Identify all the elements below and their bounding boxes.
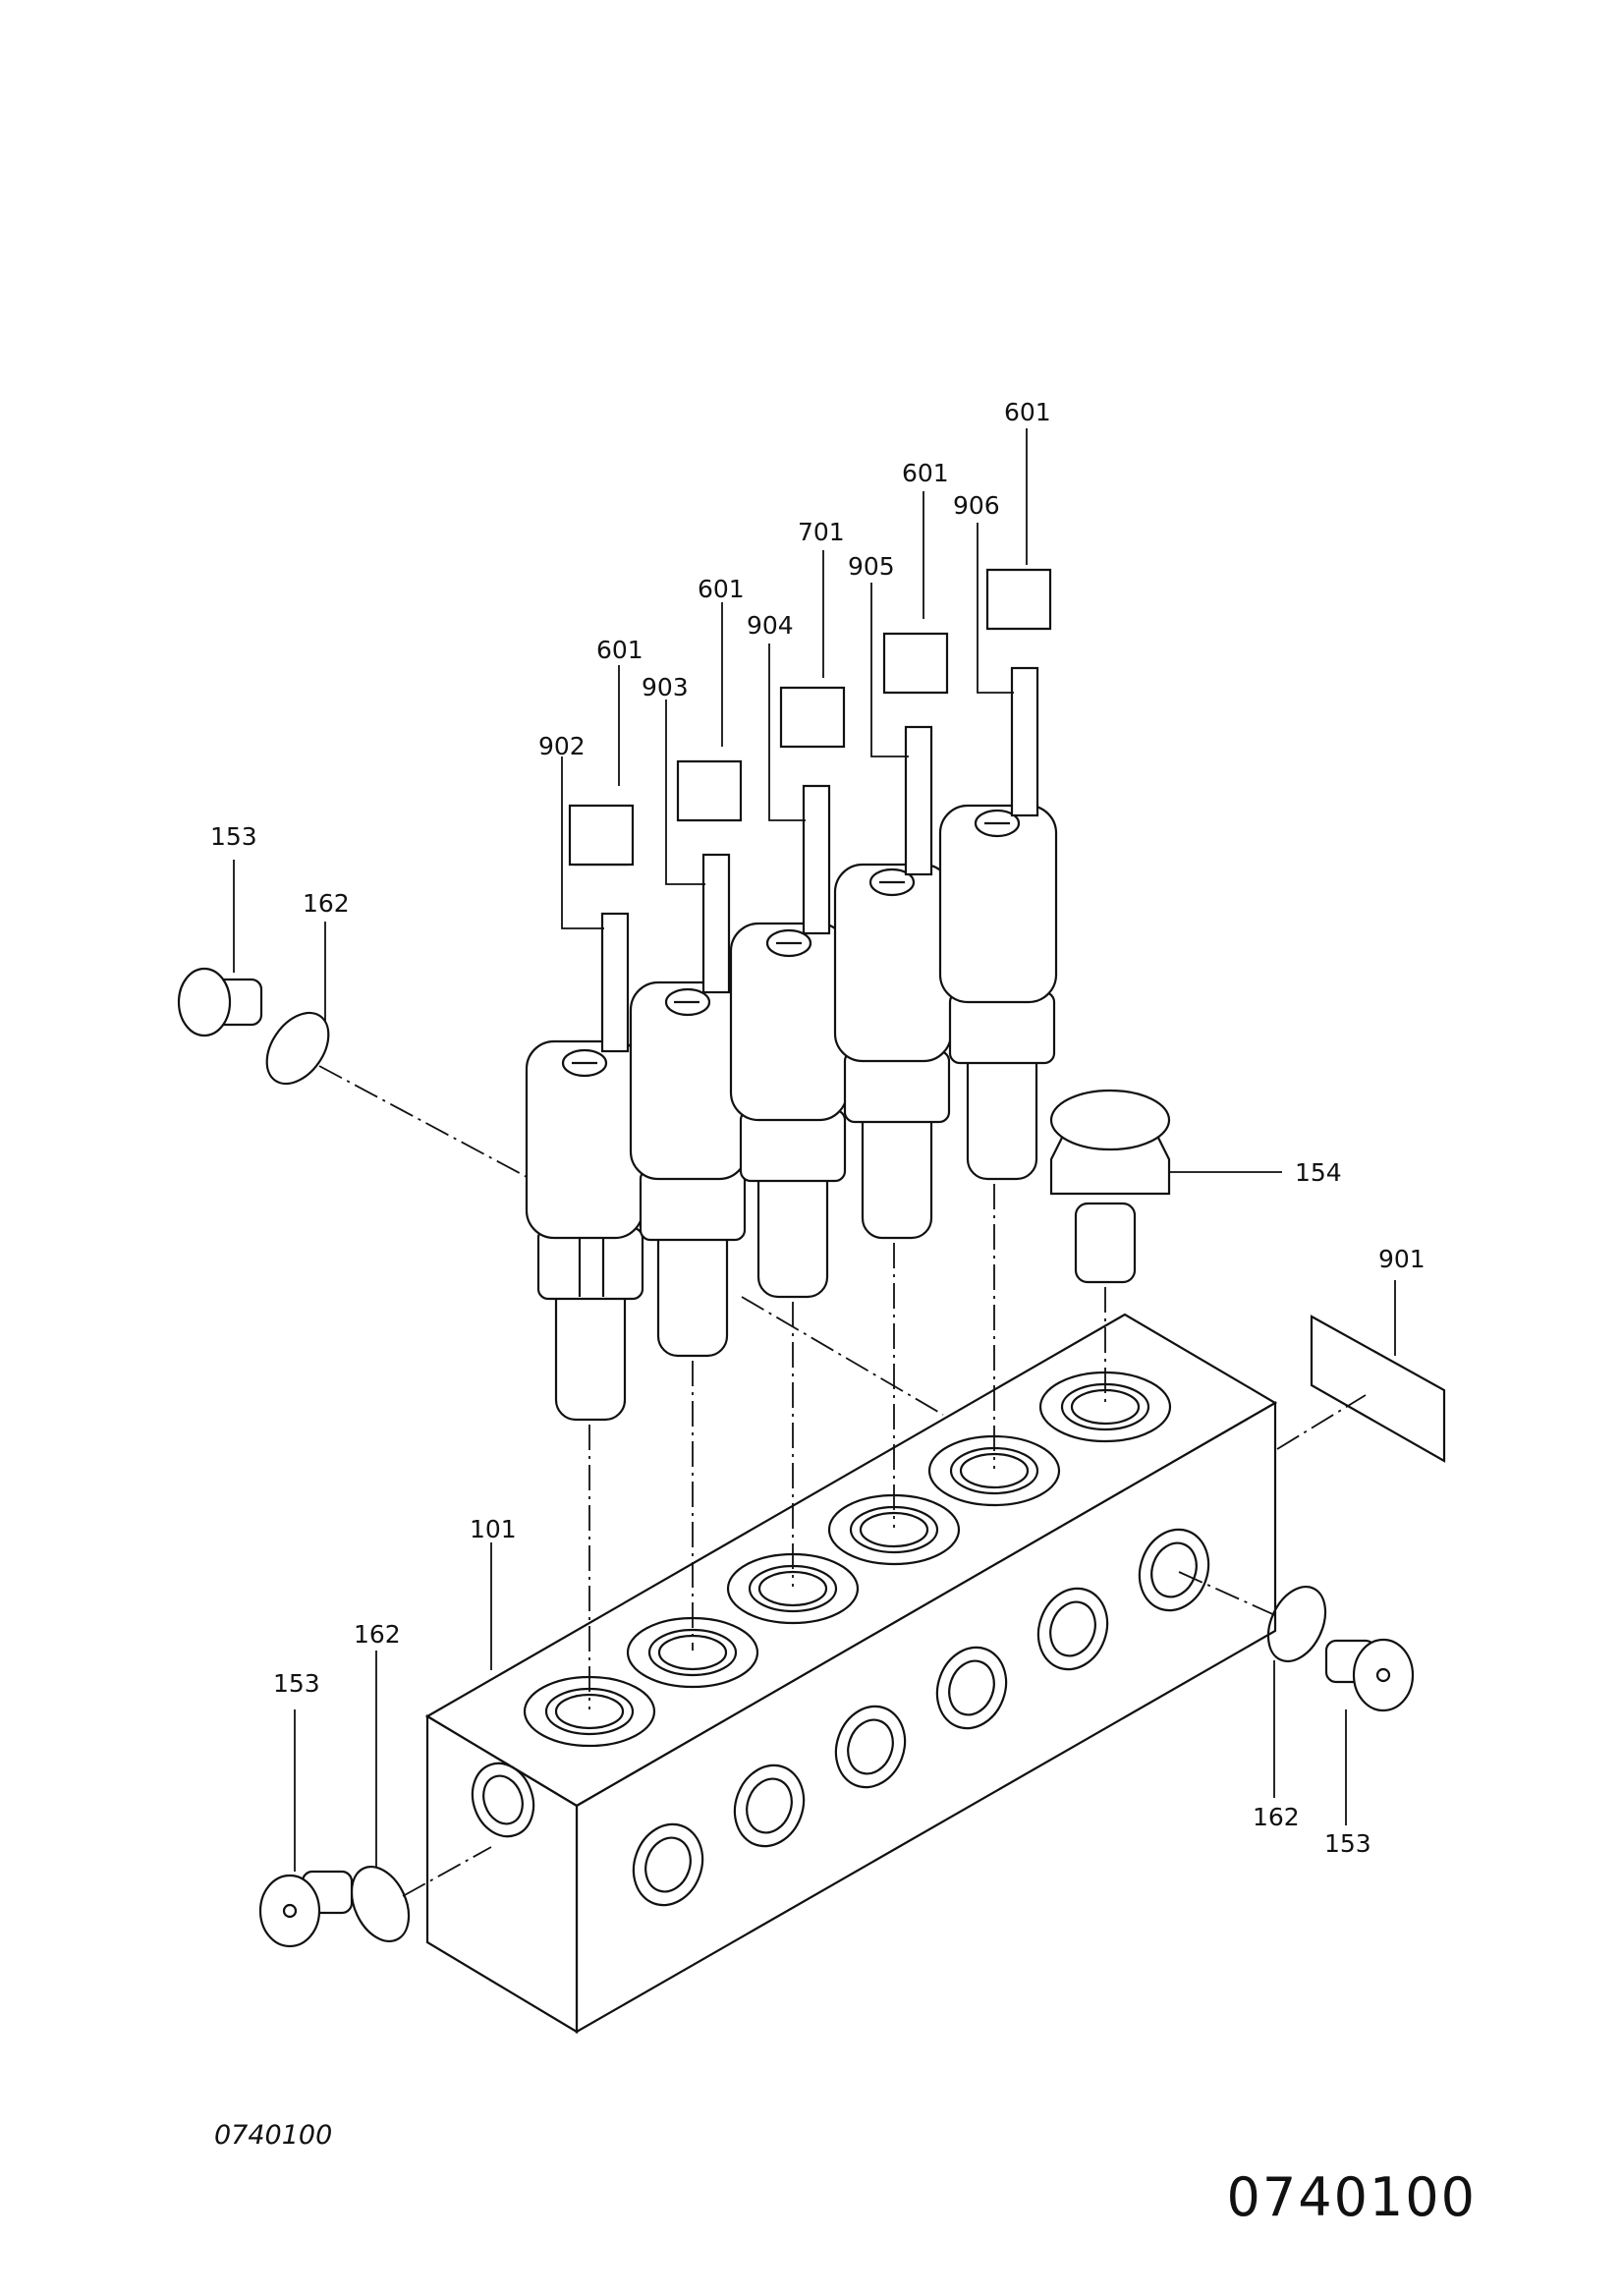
callout-701: 701 [798,518,845,546]
solenoid-valves [525,568,1058,1422]
callout-904: 904 [747,611,794,640]
callout-153-right: 153 [1324,1829,1371,1858]
manifold-block [424,1313,1278,2034]
callout-903: 903 [642,673,689,701]
plug-154 [1049,1089,1171,1284]
side-ports [471,1528,1210,1907]
solenoid-valve-4 [833,632,953,1240]
callout-601-connector-1: 601 [596,636,643,664]
callout-601-connector-4: 601 [1004,398,1051,426]
drawing-code: 0740100 [214,2120,333,2151]
solenoid-valve-2 [629,759,749,1358]
plugs-153 [177,967,1415,1948]
callout-153-top-left: 153 [210,822,257,851]
callout-906: 906 [953,491,1000,520]
callout-902: 902 [538,732,586,760]
page-code: 0740100 [1226,2166,1477,2228]
callout-601-connector-2: 601 [698,575,745,603]
callout-162-right: 162 [1253,1803,1300,1831]
solenoid-valve-1 [525,804,644,1422]
callout-labels: 601 601 701 601 601 902 903 904 905 906 … [210,398,1426,1858]
callout-101: 101 [470,1515,517,1543]
callout-162-bottom-left: 162 [354,1620,401,1649]
center-lines [318,1065,1367,1897]
o-rings [265,1011,1327,1942]
callout-153-bottom-left: 153 [273,1669,320,1698]
callout-905: 905 [848,552,895,581]
solenoid-valve-3 [729,686,849,1299]
solenoid-valve-5 [938,568,1058,1181]
leader-lines [233,428,1396,1872]
name-plate [1310,1315,1446,1463]
callout-901: 901 [1378,1245,1426,1273]
callout-601-connector-3: 601 [902,459,949,487]
callout-154: 154 [1295,1158,1342,1187]
callout-162-top-left: 162 [303,889,350,918]
